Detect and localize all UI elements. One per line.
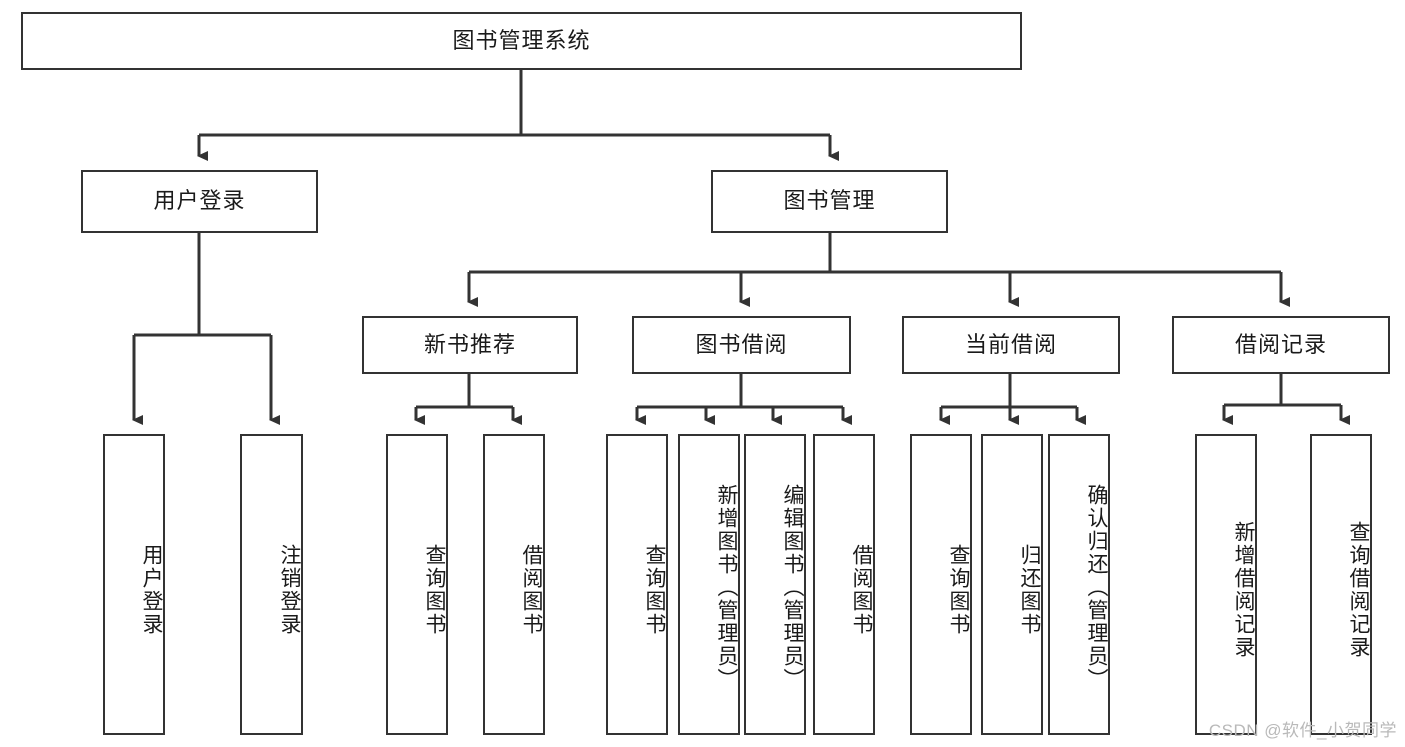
node-user-login[interactable]: 用户登录	[81, 170, 318, 233]
node-leaf-add-record[interactable]: 新增借阅记录	[1195, 434, 1257, 735]
node-current-borrow[interactable]: 当前借阅	[902, 316, 1120, 374]
node-leaf-borrow-book-1[interactable]: 借阅图书	[483, 434, 545, 735]
csdn-watermark: CSDN @软件_小贺同学	[1208, 721, 1397, 740]
node-leaf-query-book-3[interactable]: 查询图书	[910, 434, 972, 735]
node-leaf-query-record[interactable]: 查询借阅记录	[1310, 434, 1372, 735]
node-leaf-confirm-return[interactable]: 确认归还（管理员）	[1048, 434, 1110, 735]
node-borrow-record[interactable]: 借阅记录	[1172, 316, 1390, 374]
node-book-borrow[interactable]: 图书借阅	[632, 316, 851, 374]
node-root-book-management-system[interactable]: 图书管理系统	[21, 12, 1022, 70]
node-leaf-query-book-1[interactable]: 查询图书	[386, 434, 448, 735]
node-leaf-borrow-book-2[interactable]: 借阅图书	[813, 434, 875, 735]
node-book-manage[interactable]: 图书管理	[711, 170, 948, 233]
node-leaf-user-logout[interactable]: 注销登录	[240, 434, 303, 735]
node-leaf-user-login[interactable]: 用户登录	[103, 434, 165, 735]
node-leaf-query-book-2[interactable]: 查询图书	[606, 434, 668, 735]
node-leaf-return-book[interactable]: 归还图书	[981, 434, 1043, 735]
node-leaf-add-book[interactable]: 新增图书（管理员）	[678, 434, 740, 735]
node-new-book-recommend[interactable]: 新书推荐	[362, 316, 578, 374]
node-leaf-edit-book[interactable]: 编辑图书（管理员）	[744, 434, 806, 735]
